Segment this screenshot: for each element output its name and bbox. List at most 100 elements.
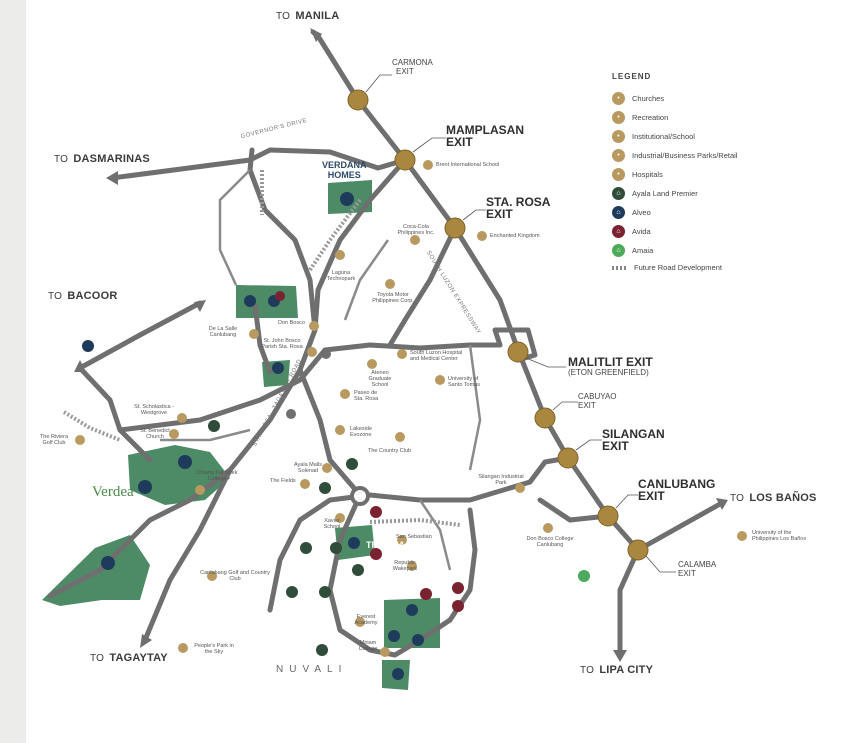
legend-title: LEGEND: [612, 72, 652, 81]
to-bacoor: [77, 300, 203, 371]
poi-scholastica: St. Scholastica - Westgrove: [134, 404, 174, 416]
arrow-bacoor: [74, 360, 86, 372]
legend-item-label: Avida: [632, 227, 651, 236]
verdea-label: Verdea: [92, 484, 134, 500]
poi-lakeside: Lakeside Evozone: [350, 426, 373, 438]
slex-road: [315, 33, 641, 553]
carmona-exit-label: CARMONA EXIT: [392, 58, 433, 76]
poi-riviera: The Riviera Golf Club: [39, 434, 69, 446]
legend-item-label: Ayala Land Premier: [632, 189, 698, 198]
poi-peoples-park: People's Park in the Sky: [194, 643, 234, 655]
legend-item: • Churches: [612, 92, 664, 105]
poi-xavier: Xavier School: [323, 518, 341, 530]
tagaytay-road: [142, 467, 233, 643]
poi-uplb: University of the Philippines Los Baños: [752, 530, 807, 542]
poi-ateneo: Ateneo Graduate School: [368, 370, 392, 388]
legend-item: ⌂Alveo: [612, 206, 651, 219]
mamplasan-exit-label: MAMPLASAN EXIT: [446, 123, 524, 149]
main-roads: [47, 29, 723, 658]
house-icon: ⌂: [612, 187, 625, 200]
poi-fields: The Fields: [270, 478, 296, 484]
dest-manila: TO MANILA: [276, 10, 340, 22]
junctions: [286, 349, 331, 419]
canlubang-exit-label: CANLUBANG EXIT: [638, 477, 716, 503]
legend-item-label: Institutional/School: [632, 132, 695, 141]
premier-markers: [208, 420, 364, 656]
poi-enchanted: Enchanted Kingdom: [490, 233, 540, 239]
left-margin: [0, 0, 26, 743]
legend-item-label: Industrial/Business Parks/Retail: [632, 151, 738, 160]
secondary-roads: [160, 169, 482, 571]
amaia-marker: [578, 570, 590, 582]
carmona-exit-marker: [347, 89, 369, 111]
governors-drive: [247, 147, 318, 333]
poi-ayala-mall: Ayala Malls Solenad: [293, 462, 323, 474]
calamba-exit-label: CALAMBA EXIT: [678, 560, 717, 578]
cabuyao-exit-label: CABUYAO EXIT: [578, 392, 617, 410]
poi-miriam: Miriam College: [358, 640, 378, 652]
church-icon: •: [612, 92, 625, 105]
poi-delasalle: De La Salle Canlubang: [208, 326, 238, 338]
roundabout: [350, 486, 370, 506]
legend-item: • Institutional/School: [612, 130, 695, 143]
poi-sansebastian: San Sebastian: [396, 534, 432, 540]
legend-item-label: Churches: [632, 94, 665, 103]
sta-rosa-tagaytay: [47, 157, 408, 599]
poi-stjohn: St. John Bosco Parish Sta. Rosa: [261, 338, 303, 350]
poi-chiang: Chiang Kai Shek College: [196, 470, 238, 482]
to-dasmarinas: [109, 147, 408, 181]
arrow-bacoor-up: [194, 300, 206, 312]
legend-item: •Hospitals: [612, 168, 663, 181]
avida-markers: [275, 291, 464, 612]
legend-item: ⌂ Avida: [612, 225, 651, 238]
recreation-icon: •: [612, 111, 625, 124]
silangan-exit-label: SILANGAN EXIT: [602, 427, 665, 453]
to-los-banos: [635, 501, 723, 553]
alveo-markers: [82, 192, 424, 680]
poi-laguna-techno: Laguna Technopark: [326, 270, 356, 282]
dest-losbanos: TO LOS BAÑOS: [730, 492, 817, 504]
arrow-lipa: [613, 650, 627, 662]
poi-donbosco-canlubang: Don Bosco College Canlubang: [526, 536, 574, 548]
callout-lines: [365, 74, 676, 573]
nuvali-label: NUVALI: [276, 664, 348, 675]
legend-item: • Industrial/Business Parks/Retail: [612, 149, 737, 162]
poi-southluzon: South Luzon Hospital and Medical Center: [410, 350, 463, 362]
inner-road-2: [252, 302, 273, 375]
east-connector: [387, 225, 458, 348]
silangan-exit-marker: [557, 447, 579, 469]
legend-item-label: Future Road Development: [634, 263, 722, 272]
legend-item-label: Alveo: [632, 208, 651, 217]
mamplasan-exit-marker: [394, 149, 416, 171]
nuvali-loop: [327, 492, 478, 658]
legend-item-label: Recreation: [632, 113, 669, 122]
silangan-link: [267, 455, 571, 613]
starosa-exit-label: STA. ROSA EXIT: [486, 195, 551, 221]
malitlit-exit-marker: [507, 341, 529, 363]
inner-road-1: [297, 367, 363, 498]
future-roads: [62, 170, 461, 527]
verdana-label: VERDANA HOMES: [322, 160, 367, 180]
poi-cocacola: Coca-Cola Philippines Inc.: [397, 224, 435, 236]
legend-item: ⌂ Ayala Land Premier: [612, 187, 698, 200]
arrow-tagaytay: [140, 634, 152, 648]
poi-canlubang-golf: Canlubang Golf and Country Club: [200, 570, 270, 582]
poi-benedict: St. Benedict Church: [140, 428, 170, 440]
canlubang-exit-marker: [597, 505, 619, 527]
poi-silangan-park: Silangan Industrial Park: [478, 474, 524, 486]
direction-arrows: [74, 28, 728, 662]
arrow-manila: [310, 28, 322, 42]
dest-dasmarinas: TO DASMARINAS: [54, 153, 150, 165]
school-icon: •: [612, 130, 625, 143]
house-icon: ⌂: [612, 225, 625, 238]
dest-tagaytay: TO TAGAYTAY: [90, 652, 168, 664]
dest-bacoor: TO BACOOR: [48, 290, 118, 302]
starosa-exit-marker: [444, 217, 466, 239]
dashed-line-icon: [612, 265, 628, 270]
poi-paseo: Paseo de Sta. Rosa: [354, 390, 379, 402]
industrial-icon: •: [612, 149, 625, 162]
west-loop: [77, 365, 153, 463]
legend-item: • Recreation: [612, 111, 668, 124]
poi-ust: University of Santo Tomas: [448, 376, 481, 388]
